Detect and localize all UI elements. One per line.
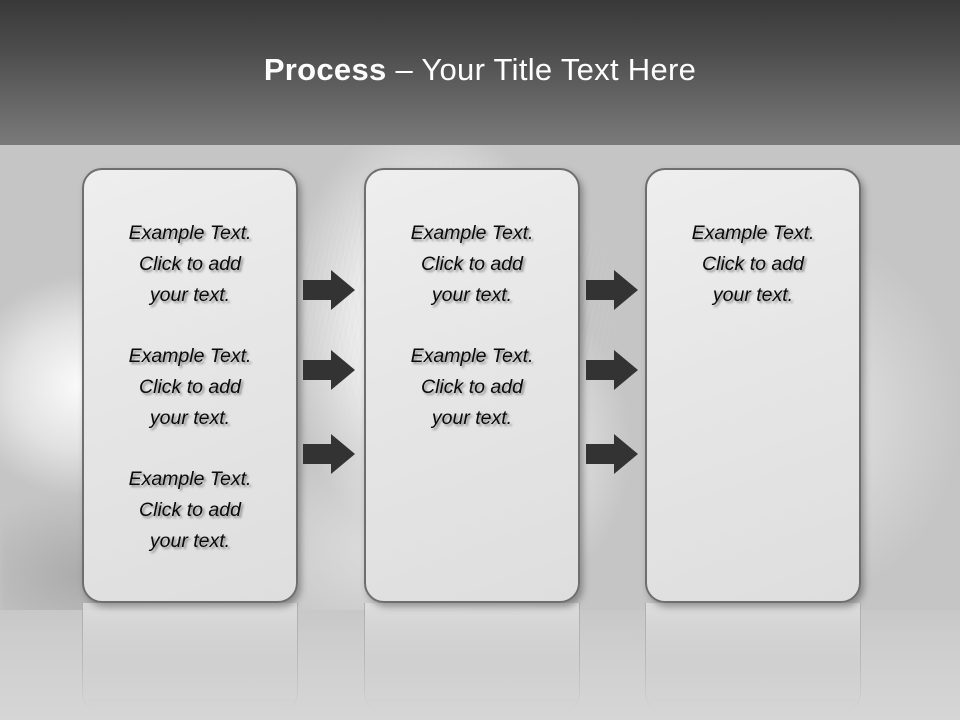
arrow-right-icon-1-2[interactable] [303, 349, 355, 391]
process-box-2-paragraph-2[interactable]: Example Text. Click to add your text. [410, 345, 534, 429]
process-box-1-paragraph-3[interactable]: Example Text. Click to add your text. [128, 468, 252, 552]
process-box-2-paragraph-1[interactable]: Example Text. Click to add your text. [410, 222, 534, 306]
process-box-1[interactable]: Example Text. Click to add your text. Ex… [82, 168, 298, 603]
page-title-rest: – Your Title Text Here [386, 52, 697, 87]
page-title: Process – Your Title Text Here [0, 50, 960, 90]
arrow-right-icon-1-3[interactable] [303, 433, 355, 475]
process-box-1-paragraph-1[interactable]: Example Text. Click to add your text. [128, 222, 252, 306]
process-box-3-text: Example Text. Click to add your text. [659, 218, 847, 311]
arrow-right-icon-2-3[interactable] [586, 433, 638, 475]
process-box-2[interactable]: Example Text. Click to add your text. Ex… [364, 168, 580, 603]
process-box-3-paragraph-1[interactable]: Example Text. Click to add your text. [691, 222, 815, 306]
process-box-2-text: Example Text. Click to add your text. Ex… [378, 218, 566, 434]
slide-header-band: Process – Your Title Text Here [0, 0, 960, 145]
arrow-right-icon-2-2[interactable] [586, 349, 638, 391]
page-title-strong: Process [263, 52, 387, 87]
arrow-right-icon-1-1[interactable] [303, 269, 355, 311]
process-box-1-paragraph-2[interactable]: Example Text. Click to add your text. [128, 345, 252, 429]
process-box-1-text: Example Text. Click to add your text. Ex… [96, 218, 284, 557]
process-box-3[interactable]: Example Text. Click to add your text. [645, 168, 861, 603]
arrow-right-icon-2-1[interactable] [586, 269, 638, 311]
reflection-floor [0, 610, 960, 720]
